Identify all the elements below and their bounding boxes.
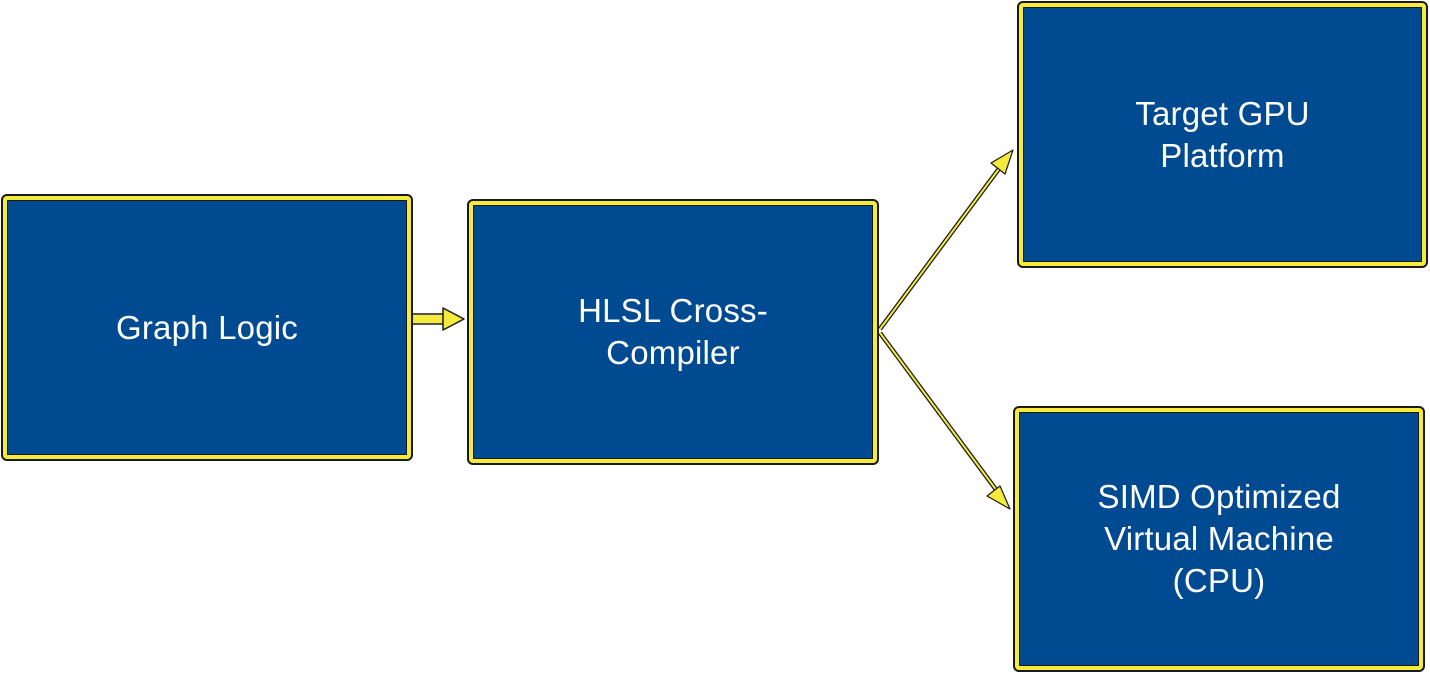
target-gpu-platform-node: Target GPU Platform bbox=[1017, 1, 1428, 268]
edge-hlsl-to-simd bbox=[878, 331, 1011, 510]
target-gpu-platform-label: Target GPU Platform bbox=[1135, 94, 1310, 174]
graph-logic-label: Graph Logic bbox=[116, 308, 298, 346]
simd-virtual-machine-label: SIMD Optimized Virtual Machine (CPU) bbox=[1097, 478, 1341, 599]
graph-logic-node: Graph Logic bbox=[1, 194, 413, 461]
hlsl-cross-compiler-node: HLSL Cross- Compiler bbox=[467, 199, 879, 465]
hlsl-cross-compiler-label: HLSL Cross- Compiler bbox=[578, 292, 768, 371]
edge-graph-logic-to-hlsl bbox=[413, 307, 465, 331]
edge-hlsl-to-gpu bbox=[878, 149, 1014, 331]
simd-virtual-machine-node: SIMD Optimized Virtual Machine (CPU) bbox=[1013, 406, 1425, 672]
